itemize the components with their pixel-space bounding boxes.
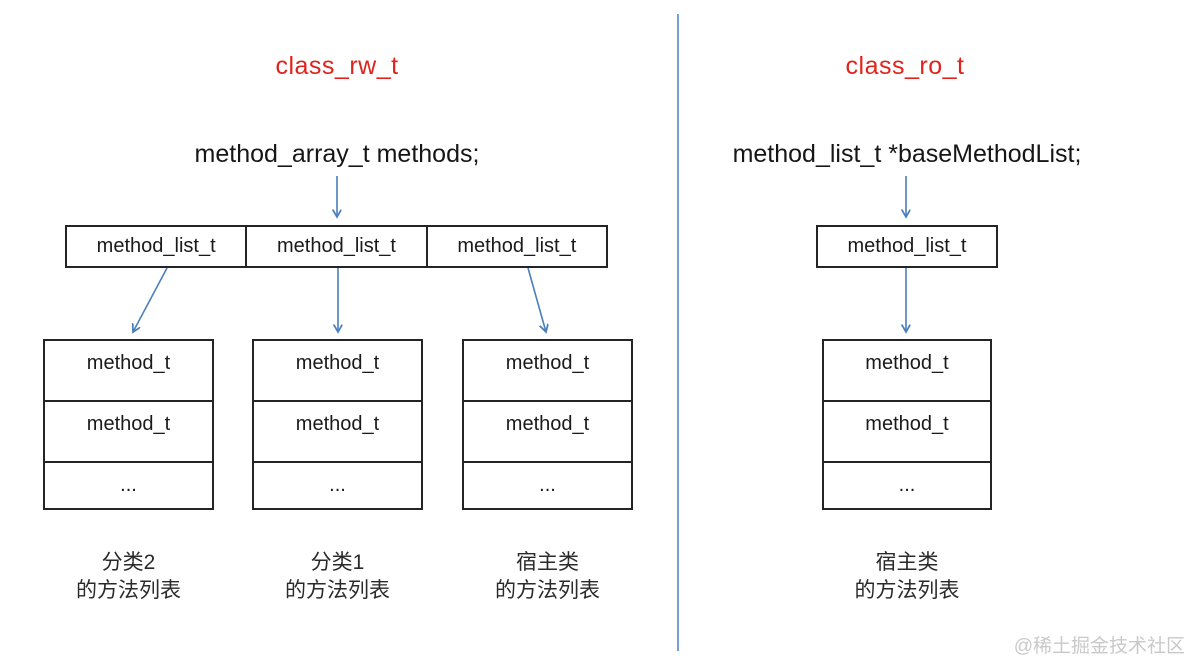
- method-table-3: method_t method_t ...: [462, 339, 633, 510]
- arrow-cell3-to-table3: [527, 267, 546, 332]
- table-row: method_t: [464, 402, 631, 463]
- table-row: method_t: [254, 341, 421, 402]
- left-panel-title: class_rw_t: [275, 52, 399, 80]
- method-list-row: method_list_t method_list_t method_list_…: [65, 225, 608, 268]
- right-panel-title: class_ro_t: [845, 52, 965, 80]
- table-row: method_t: [45, 341, 212, 402]
- table-row: ...: [898, 474, 916, 496]
- right-declaration: method_list_t *baseMethodList;: [732, 140, 1082, 168]
- table-row: method_t: [45, 402, 212, 463]
- caption-line: 的方法列表: [76, 579, 181, 602]
- table-row: method_t: [824, 341, 990, 402]
- table-row: ...: [120, 474, 137, 496]
- arrow-cell1-to-table1: [133, 267, 168, 332]
- method-table-right: method_t method_t ...: [822, 339, 992, 510]
- method-table-1: method_t method_t ...: [43, 339, 214, 510]
- table-row: ...: [329, 474, 346, 496]
- method-list-box-right: method_list_t: [816, 225, 998, 268]
- watermark: @稀土掘金技术社区: [1013, 636, 1185, 657]
- caption-line: 的方法列表: [854, 579, 960, 602]
- method-list-cell-1: method_list_t: [67, 227, 248, 266]
- method-list-cell-3: method_list_t: [457, 235, 577, 257]
- caption-line: 的方法列表: [495, 579, 600, 602]
- table-caption-right: 宿主类 的方法列表: [822, 549, 992, 605]
- table-caption-3: 宿主类 的方法列表: [462, 549, 633, 605]
- method-list-cell-2: method_list_t: [247, 227, 428, 266]
- table-caption-2: 分类1 的方法列表: [252, 549, 423, 605]
- table-row: ...: [539, 474, 556, 496]
- caption-line: 宿主类: [516, 551, 579, 574]
- method-table-2: method_t method_t ...: [252, 339, 423, 510]
- table-row: method_t: [464, 341, 631, 402]
- caption-line: 宿主类: [875, 551, 939, 574]
- table-caption-1: 分类2 的方法列表: [43, 549, 214, 605]
- left-declaration: method_array_t methods;: [194, 140, 480, 168]
- caption-line: 分类1: [310, 551, 365, 574]
- caption-line: 分类2: [101, 551, 156, 574]
- table-row: method_t: [254, 402, 421, 463]
- caption-line: 的方法列表: [285, 579, 390, 602]
- table-row: method_t: [824, 402, 990, 463]
